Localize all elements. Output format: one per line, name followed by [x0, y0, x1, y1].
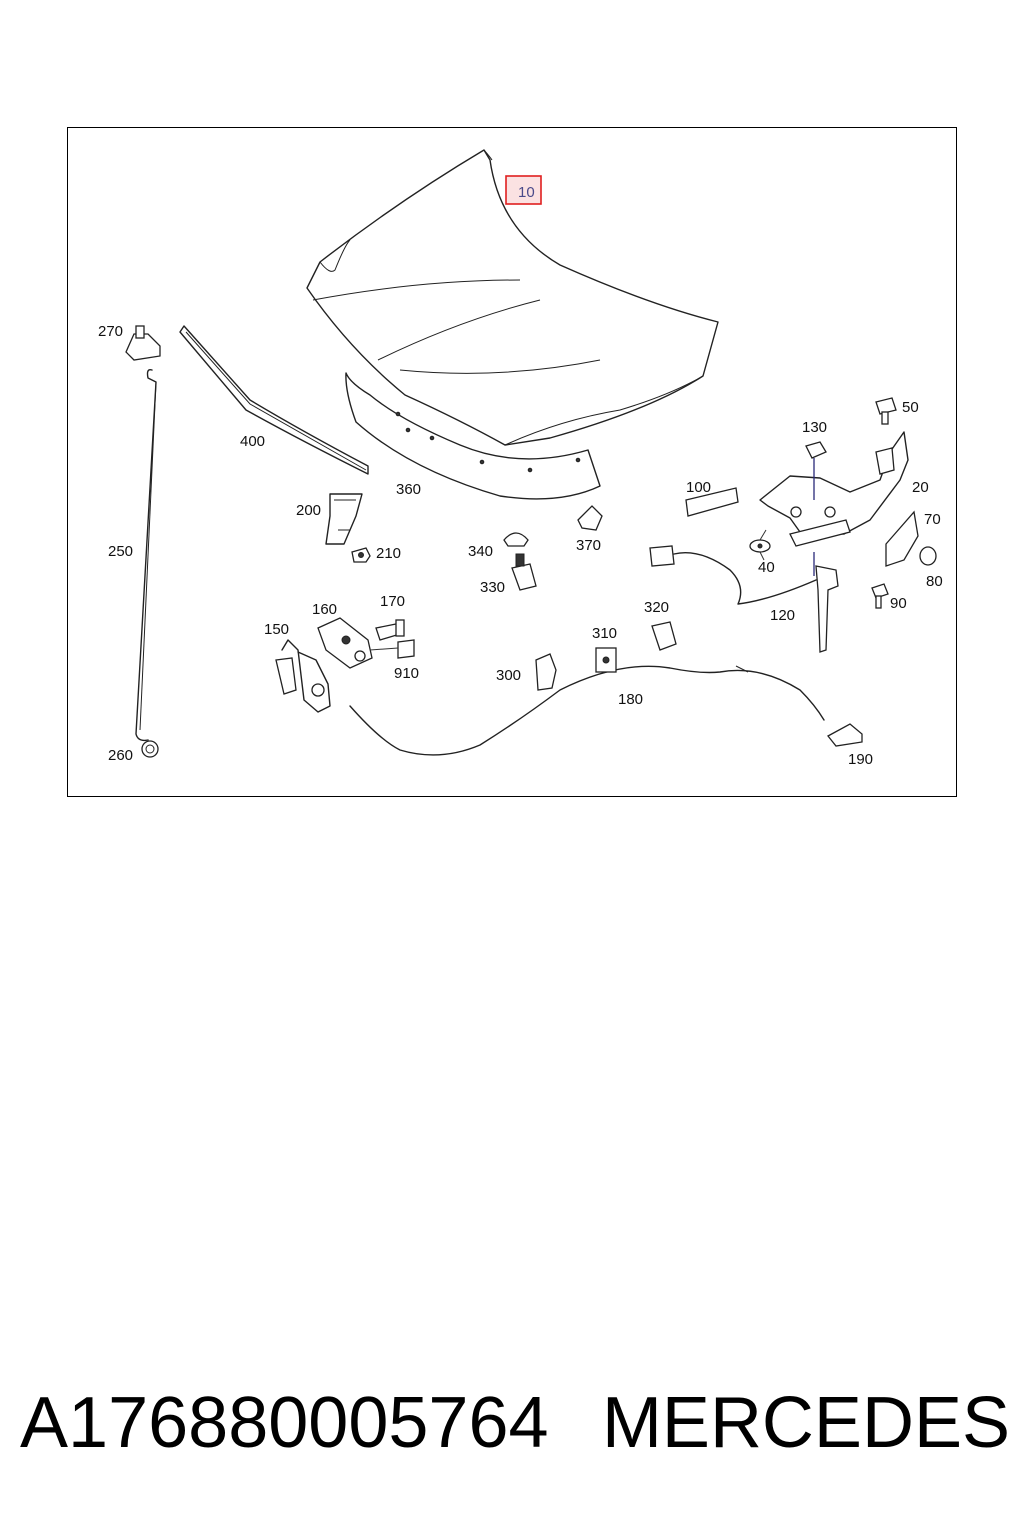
label-250: 250 [108, 543, 133, 560]
label-200: 200 [296, 502, 321, 519]
label-180: 180 [618, 691, 643, 708]
label-10: 10 [518, 184, 535, 201]
label-210: 210 [376, 545, 401, 562]
clip-310 [595, 647, 617, 673]
highlight-box [505, 175, 542, 205]
label-20: 20 [912, 479, 929, 496]
release-cable [349, 665, 825, 756]
bracket-70 [885, 510, 919, 567]
washer-40 [749, 529, 771, 561]
bracket-200 [325, 493, 363, 545]
label-70: 70 [924, 511, 941, 528]
label-80: 80 [926, 573, 943, 590]
label-90: 90 [890, 595, 907, 612]
label-260: 260 [108, 747, 133, 764]
support-rod [135, 368, 157, 742]
sensor-120 [649, 545, 839, 653]
label-320: 320 [644, 599, 669, 616]
label-370: 370 [576, 537, 601, 554]
brand-name: MERCEDES [601, 1383, 1010, 1463]
label-160: 160 [312, 601, 337, 618]
clip-910 [369, 639, 415, 659]
label-270: 270 [98, 323, 123, 340]
label-400: 400 [240, 433, 265, 450]
parts-diagram: 10 20 40 50 70 80 90 100 120 130 150 160… [98, 149, 943, 768]
hood-panel [306, 149, 719, 446]
label-910: 910 [394, 665, 419, 682]
label-130: 130 [802, 419, 827, 436]
nut-210 [351, 547, 371, 563]
clip-370 [577, 505, 603, 531]
label-120: 120 [770, 607, 795, 624]
latch-150 [275, 639, 331, 713]
label-360: 360 [396, 481, 421, 498]
label-150: 150 [264, 621, 289, 638]
part-number: A176880005764 [20, 1383, 549, 1463]
clip-340 [503, 532, 529, 547]
grommet-260 [141, 740, 159, 758]
bolt-50 [875, 397, 897, 425]
label-330: 330 [480, 579, 505, 596]
clip-320 [651, 621, 677, 651]
label-190: 190 [848, 751, 873, 768]
clip-300 [535, 653, 557, 691]
buffer-100 [685, 487, 739, 517]
clip-330 [511, 553, 537, 591]
screw-90 [871, 583, 889, 609]
buffer-80 [919, 546, 937, 566]
latch-160 [317, 617, 373, 669]
bolt-170 [375, 619, 405, 641]
handle-190 [827, 723, 863, 747]
caption: A176880005764 MERCEDES [20, 1378, 1010, 1468]
diagram-frame [67, 127, 957, 797]
hinge-20 [759, 431, 909, 547]
label-340: 340 [468, 543, 493, 560]
label-50: 50 [902, 399, 919, 416]
rod-holder-270 [125, 325, 161, 361]
label-310: 310 [592, 625, 617, 642]
nut-130 [805, 441, 827, 576]
label-170: 170 [380, 593, 405, 610]
seal-strip [179, 325, 369, 475]
insulation-mat [345, 372, 601, 500]
label-40: 40 [758, 559, 775, 576]
label-100: 100 [686, 479, 711, 496]
label-300: 300 [496, 667, 521, 684]
